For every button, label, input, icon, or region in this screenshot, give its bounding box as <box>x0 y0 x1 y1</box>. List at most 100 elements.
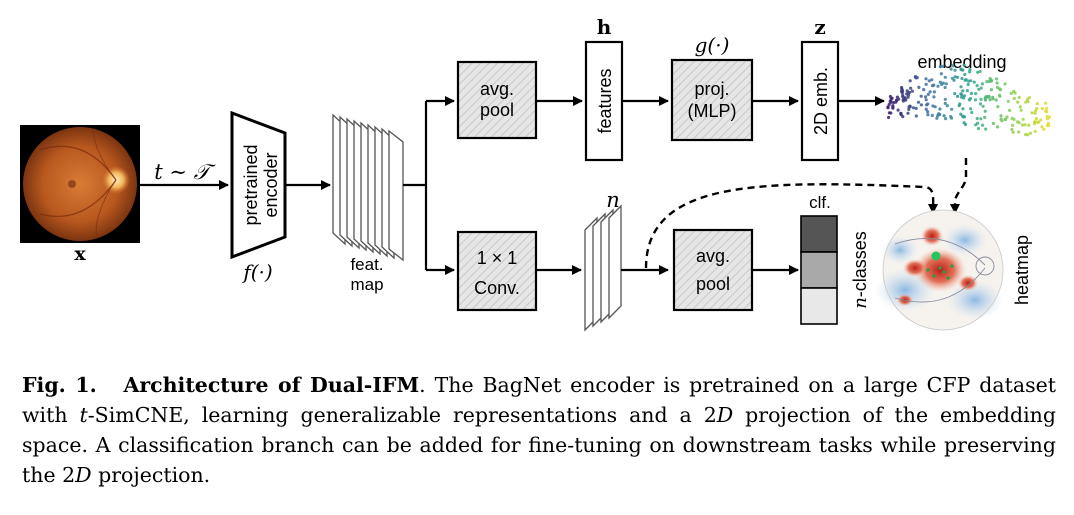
embedding-point <box>891 105 895 109</box>
emb-label: 2D emb. <box>811 67 831 135</box>
embedding-point <box>977 87 981 91</box>
embedding-point <box>959 92 963 96</box>
embedding-point <box>1044 109 1048 113</box>
embedding-point <box>938 80 943 84</box>
embedding-point <box>907 107 911 111</box>
clf-output-vector <box>800 215 838 325</box>
embedding-point <box>938 65 942 69</box>
embedding-point <box>899 111 903 116</box>
channels-stack <box>584 204 622 332</box>
embedding-point <box>1035 107 1039 111</box>
embedding-point <box>943 101 947 105</box>
embedding-point <box>996 125 1000 129</box>
embedding-point <box>1024 133 1028 137</box>
caption-text-4: projection. <box>91 463 211 487</box>
embedding-point <box>924 98 928 102</box>
embedding-point <box>926 113 930 117</box>
embedding-point <box>983 98 988 102</box>
bottom-pool-line2: pool <box>696 274 730 294</box>
embedding-point <box>926 102 930 106</box>
embedding-point <box>1016 100 1020 104</box>
embedding-point <box>1046 117 1050 121</box>
embedding-point <box>927 79 931 83</box>
embedding-point <box>1019 108 1023 112</box>
embedding-point <box>988 98 992 102</box>
embedding-point <box>1044 101 1048 105</box>
embedding-point <box>1006 99 1010 103</box>
embedding-point <box>943 75 947 79</box>
features-label: features <box>595 68 615 133</box>
embedding-point <box>995 81 999 85</box>
embedding-point <box>953 68 957 72</box>
embedding-point <box>944 82 949 86</box>
bottom-pool-line1: avg. <box>696 246 730 266</box>
clf-cell <box>800 215 838 253</box>
caption-t: t <box>79 403 88 427</box>
conv-line1: 1 × 1 <box>477 248 518 268</box>
embedding-point <box>995 85 1000 89</box>
embedding-point <box>1012 96 1016 101</box>
embedding-point <box>956 75 960 79</box>
embedding-point <box>965 89 970 93</box>
conv-1x1-box: 1 × 1 Conv. <box>456 230 538 312</box>
embedding-point <box>995 77 999 81</box>
embedding-point <box>983 109 987 113</box>
embedding-point <box>998 88 1003 92</box>
architecture-diagram: x t ∼ 𝒯 pretrained encoder f(·) feat. ma… <box>20 15 1052 332</box>
embedding-point <box>905 92 909 96</box>
classes-prefix: n <box>850 297 871 309</box>
embedding-point <box>942 114 946 118</box>
embedding-point <box>943 85 947 90</box>
embedding-point <box>926 92 930 96</box>
embedding-point <box>959 85 963 89</box>
embedding-point <box>985 80 989 84</box>
embedding-point <box>1009 91 1013 95</box>
embedding-point <box>999 117 1003 121</box>
embedding-scatter-plot <box>886 63 1052 137</box>
embedding-point <box>924 95 928 99</box>
embedding-point <box>979 86 983 90</box>
caption-text-3: projection of the embedding space. A cla… <box>22 403 1057 487</box>
figure-caption: Fig. 1. Architecture of Dual-IFM. The Ba… <box>22 370 1056 490</box>
encoder-label-line2: encoder <box>261 152 281 217</box>
clf-cell <box>800 287 838 325</box>
embedding-point <box>987 95 991 99</box>
embedding-point <box>1034 117 1038 121</box>
embedding-point <box>950 76 955 80</box>
embedding-point <box>1027 123 1031 127</box>
embedding-point <box>994 98 998 102</box>
embedding-point <box>900 89 904 93</box>
embedding-point <box>1003 117 1007 121</box>
embedding-point <box>980 82 985 86</box>
features-symbol: h <box>597 15 612 39</box>
embedding-point <box>1015 120 1020 124</box>
caption-d1: D <box>716 403 734 427</box>
embedding-point <box>932 90 937 94</box>
embedding-point <box>943 97 947 101</box>
embedding-point <box>966 79 971 83</box>
clf-label: clf. <box>809 193 831 212</box>
embedding-point <box>908 90 912 94</box>
embedding-point <box>961 89 965 93</box>
embedding-point <box>1033 129 1037 133</box>
proj-mlp-box: proj. (MLP) <box>670 58 754 142</box>
embedding-point <box>983 115 987 119</box>
embedding-point <box>996 105 1000 109</box>
embedding-point <box>963 122 968 127</box>
feature-map-stack <box>332 113 404 262</box>
embedding-point <box>976 126 981 131</box>
embedding-point <box>978 102 983 106</box>
embedding-point <box>989 88 994 92</box>
embedding-point <box>1033 109 1038 113</box>
embedding-point <box>1047 123 1051 128</box>
embedding-point <box>917 85 921 89</box>
caption-text-2: -SimCNE, learning generalizable represen… <box>87 403 717 427</box>
svg-text:n-classes: n-classes <box>850 231 871 309</box>
embedding-point <box>1008 108 1012 112</box>
features-box: features <box>584 40 624 162</box>
embedding-point <box>919 94 923 98</box>
caption-d2: D <box>75 463 92 487</box>
featmap-label-line2: map <box>350 275 383 294</box>
embedding-point <box>973 98 978 102</box>
emb-2d-box: 2D emb. <box>800 40 840 162</box>
